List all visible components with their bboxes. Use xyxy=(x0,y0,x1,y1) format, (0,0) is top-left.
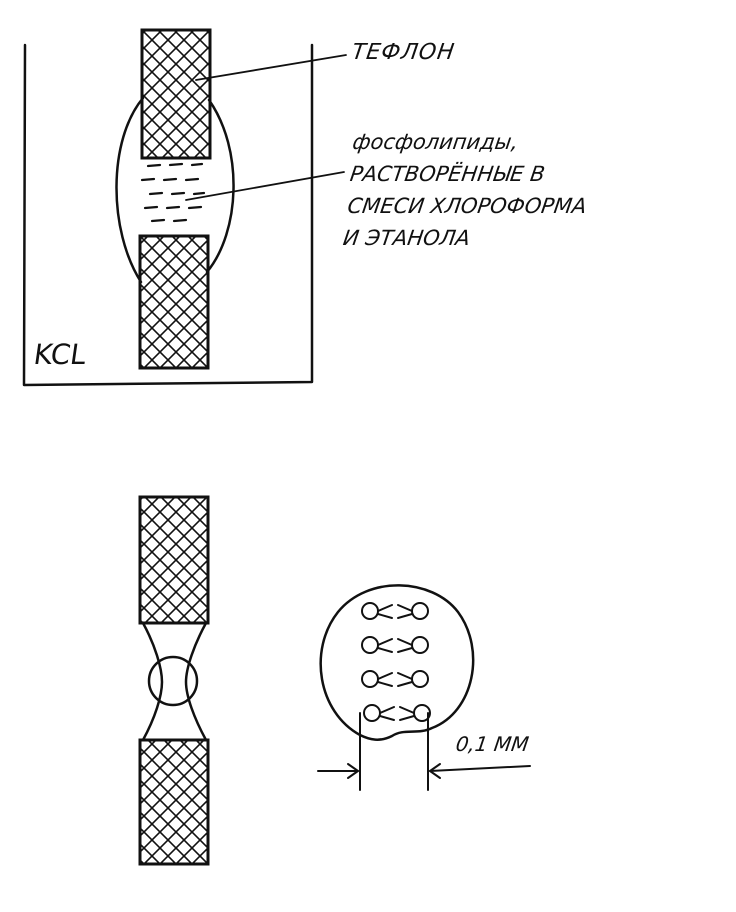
leader-line-solution xyxy=(185,171,345,201)
zoomed-bilayer xyxy=(317,584,531,791)
lipid-pair xyxy=(361,602,429,620)
lipid-pair xyxy=(361,636,429,654)
solution-bulge-left xyxy=(115,96,145,284)
solution-bulge-right xyxy=(205,98,235,274)
phospholipid-label-line-2: РАСТВОРЁННЫЕ В xyxy=(348,162,547,186)
scale-label: 0,1 ММ xyxy=(454,732,531,756)
teflon-block-upper xyxy=(140,28,212,160)
teflon-block-lower xyxy=(138,234,210,370)
lipid-pair xyxy=(363,704,431,722)
phospholipid-label-line-3: СМЕСИ ХЛОРОФОРМА xyxy=(346,194,589,218)
lipid-pair xyxy=(361,670,429,688)
phospholipid-label-line-4: И ЭТАНОЛА xyxy=(341,226,472,250)
teflon-label: ТЕФЛОН xyxy=(350,40,457,65)
membrane-formed-diagram xyxy=(138,495,210,866)
zoom-circle xyxy=(319,584,475,741)
cuvette-top-diagram xyxy=(22,28,347,387)
phospholipid-solution-dashes xyxy=(140,162,206,223)
kcl-label: KCL xyxy=(31,338,89,371)
film-profile-right xyxy=(184,621,208,742)
magnify-circle xyxy=(147,655,199,707)
scale-dimension xyxy=(317,712,531,791)
phospholipid-label-line-1: фосфолипиды, xyxy=(351,130,520,154)
cuvette-outline xyxy=(22,43,314,387)
lipid-rows xyxy=(361,602,431,722)
teflon-block-lower-2 xyxy=(138,738,210,866)
teflon-block-upper-2 xyxy=(138,495,210,625)
phospholipid-solution-label: фосфолипиды, РАСТВОРЁННЫЕ В СМЕСИ ХЛОРОФ… xyxy=(337,126,598,254)
film-profile-left xyxy=(141,621,164,742)
leader-line-teflon xyxy=(195,54,347,81)
